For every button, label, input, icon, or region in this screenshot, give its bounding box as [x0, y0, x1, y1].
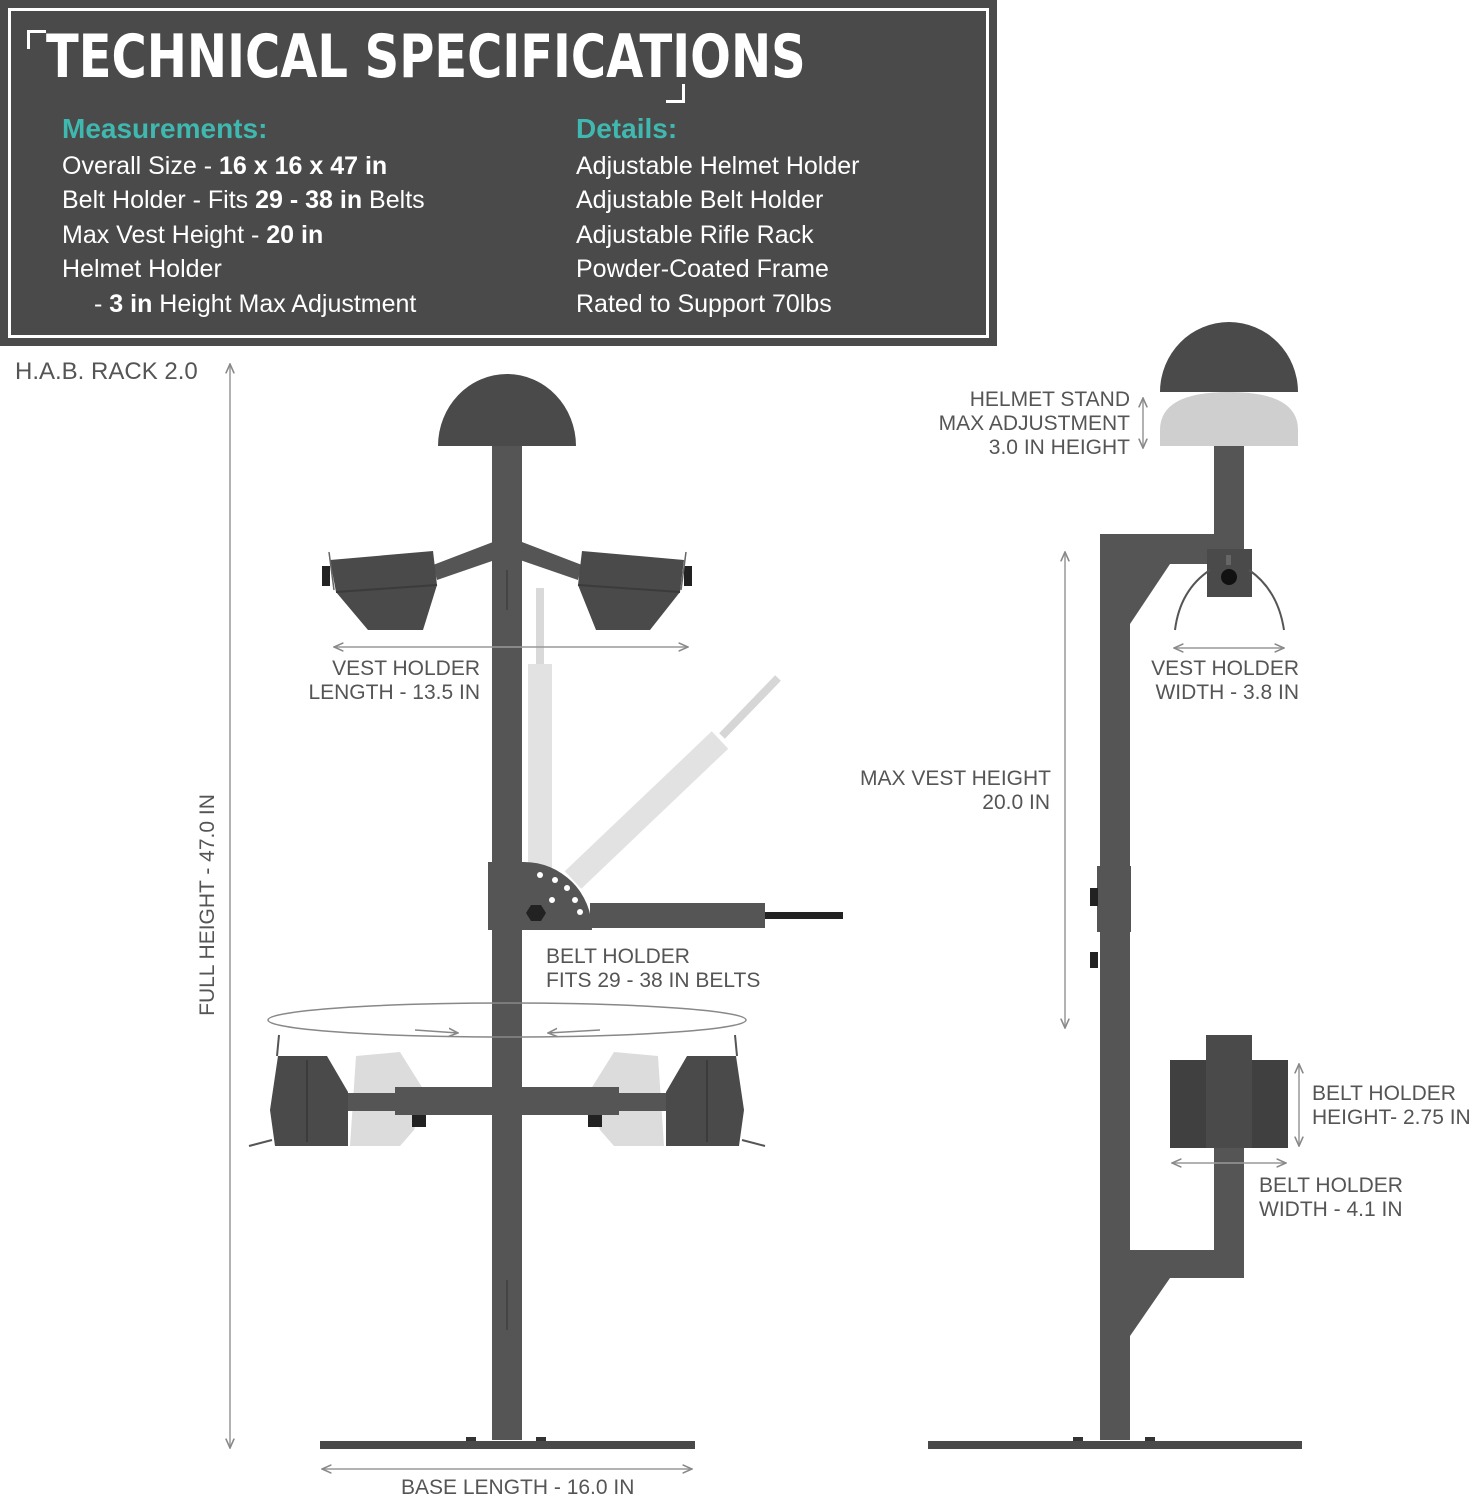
panel-border	[8, 8, 989, 338]
detail-item: Powder-Coated Frame	[576, 255, 829, 283]
belt-height-label: BELT HOLDER HEIGHT- 2.75 IN	[1312, 1082, 1471, 1129]
measurement-item: Belt Holder - Fits 29 - 38 in Belts	[62, 186, 425, 214]
full-height-label: FULL HEIGHT - 47.0 IN	[196, 794, 219, 1016]
base-plate-front	[320, 1441, 695, 1449]
ghost-rifle-arm-angled	[564, 731, 729, 889]
ghost-rifle-rod-vertical	[536, 588, 544, 668]
helmet-dome-front	[438, 374, 576, 446]
details-column: Details: Adjustable Helmet Holder Adjust…	[576, 112, 859, 321]
page-title: TECHNICAL SPECIFICATIONS	[46, 22, 806, 92]
details-heading: Details:	[576, 113, 678, 144]
belt-holder-left	[270, 1056, 348, 1146]
measurements-column: Measurements: Overall Size - 16 x 16 x 4…	[62, 112, 425, 321]
vest-yoke	[433, 542, 582, 580]
detail-item: Adjustable Rifle Rack	[576, 220, 814, 249]
measurement-item: Overall Size - 16 x 16 x 47 in	[62, 151, 388, 180]
measurement-item: - 3 in Height Max Adjustment	[94, 289, 417, 318]
belt-width-label: BELT HOLDER WIDTH - 4.1 IN	[1259, 1174, 1403, 1221]
helmet-ghost-side	[1160, 392, 1298, 446]
main-pole-front	[492, 446, 522, 1440]
measurement-item: Helmet Holder	[62, 255, 222, 283]
detail-item: Adjustable Helmet Holder	[576, 151, 860, 180]
upright-side	[1100, 534, 1130, 1440]
rifle-arm	[590, 903, 765, 928]
rifle-rod	[765, 912, 843, 919]
spec-panel: TECHNICAL SPECIFICATIONS Measurements: O…	[0, 0, 997, 346]
title-bracket-right	[666, 84, 685, 103]
rack-bracket	[488, 862, 524, 930]
detail-item: Adjustable Belt Holder	[576, 186, 824, 214]
title-bracket-left	[27, 30, 46, 49]
belt-bar	[395, 1087, 619, 1115]
rack-name: H.A.B. RACK 2.0	[15, 358, 198, 385]
belt-fits-label: BELT HOLDER FITS 29 - 38 IN BELTS	[546, 945, 761, 992]
helmet-post-side	[1214, 446, 1244, 536]
measurements-heading: Measurements:	[62, 113, 268, 144]
base-length-label: BASE LENGTH - 16.0 IN	[401, 1476, 635, 1499]
vest-width-label: VEST HOLDER WIDTH - 3.8 IN	[1151, 657, 1299, 704]
helmet-adjust-label: HELMET STAND MAX ADJUSTMENT 3.0 IN HEIGH…	[938, 388, 1130, 459]
measurement-item: Max Vest Height - 20 in	[62, 220, 324, 249]
bottom-arm-side	[1130, 1250, 1244, 1278]
rotation-ellipse	[267, 1002, 747, 1038]
max-vest-height-label: MAX VEST HEIGHT 20.0 IN	[860, 767, 1051, 814]
helmet-dome-side	[1160, 322, 1298, 392]
vest-holder-right	[578, 551, 684, 630]
vest-length-label: VEST HOLDER LENGTH - 13.5 IN	[308, 657, 480, 704]
belt-holder-right	[666, 1056, 744, 1146]
detail-item: Rated to Support 70lbs	[576, 289, 832, 318]
vest-holder-left	[330, 551, 437, 630]
ghost-rifle-arm-vertical	[528, 664, 552, 874]
base-plate-side	[928, 1441, 1302, 1449]
